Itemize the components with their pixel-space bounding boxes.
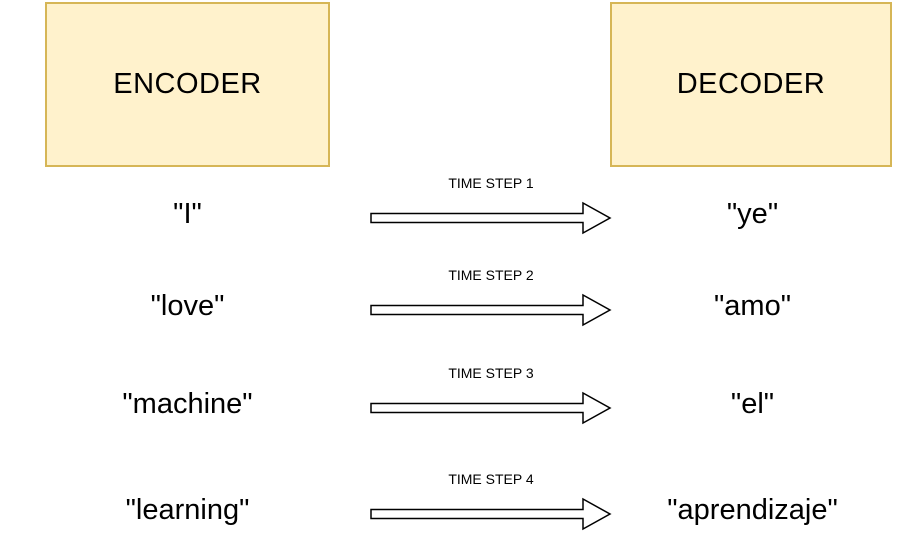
source-word: "love" [150,290,225,322]
target-word: "el" [730,388,775,420]
decoder-box: DECODER [610,2,892,167]
arrow-right-icon [370,497,612,531]
time-step-group: TIME STEP 4 [370,470,612,535]
time-step-group: TIME STEP 3 [370,364,612,431]
time-step-label: TIME STEP 2 [448,267,534,283]
target-word: "amo" [713,290,791,322]
target-word: "aprendizaje" [667,494,838,526]
target-word: "ye" [726,198,779,230]
time-step-group: TIME STEP 1 [370,174,612,241]
arrow-right-icon [370,293,612,327]
decoder-label: DECODER [676,68,826,100]
arrow-right-icon [370,391,612,425]
time-step-label: TIME STEP 3 [448,365,534,381]
time-step-group: TIME STEP 2 [370,266,612,333]
time-step-label: TIME STEP 4 [448,471,534,487]
source-word: "learning" [125,494,250,526]
translation-row: "learning" TIME STEP 4 "aprendizaje" [0,468,910,535]
translation-row: "machine" TIME STEP 3 "el" [0,362,910,442]
translation-row: "I" TIME STEP 1 "ye" [0,172,910,252]
encoder-label: ENCODER [113,68,262,100]
time-step-label: TIME STEP 1 [448,175,534,191]
encoder-box: ENCODER [45,2,330,167]
arrow-right-icon [370,201,612,235]
translation-row: "love" TIME STEP 2 "amo" [0,264,910,344]
source-word: "machine" [122,388,253,420]
source-word: "I" [173,198,202,230]
